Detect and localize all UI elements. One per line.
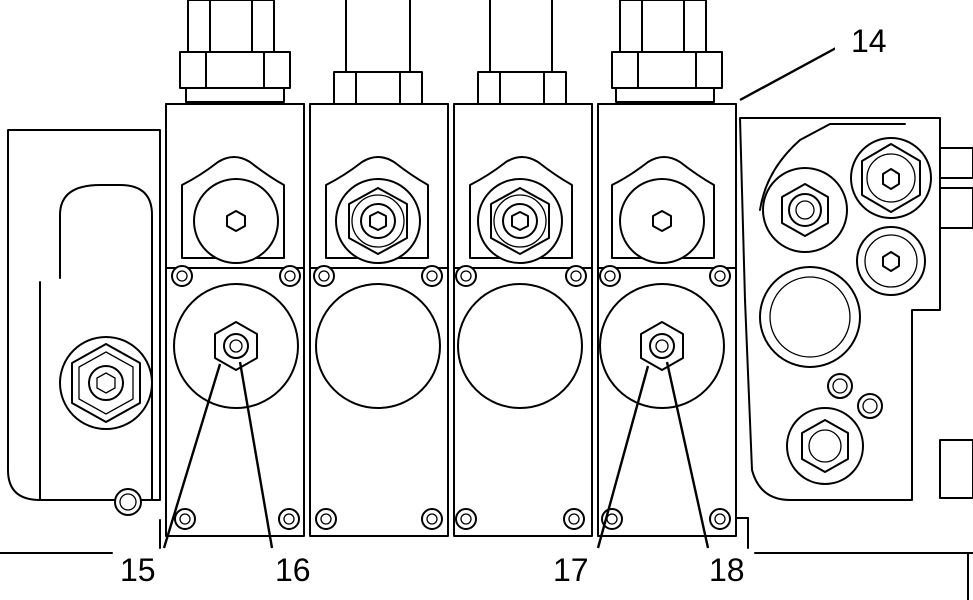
inlet-fitting xyxy=(59,336,153,430)
valve-section-2 xyxy=(309,0,449,537)
port-opening xyxy=(759,266,861,368)
valve-section-3 xyxy=(453,0,593,537)
mounting-base xyxy=(0,517,973,600)
callout-18: 18 xyxy=(709,552,745,588)
valve-section-1 xyxy=(165,0,305,537)
drain-plug xyxy=(786,407,864,485)
plug-fitting-small xyxy=(856,226,926,296)
callout-14: 14 xyxy=(851,23,887,59)
relief-valve-fitting xyxy=(762,167,848,253)
valve-section-4 xyxy=(597,0,737,537)
leader-lines xyxy=(162,46,837,549)
plug-icon xyxy=(114,488,142,516)
inlet-housing xyxy=(7,129,161,516)
outlet-port-fitting xyxy=(850,137,932,219)
callout-16: 16 xyxy=(275,552,311,588)
callout-15: 15 xyxy=(120,552,156,588)
callout-labels: 14 15 16 17 18 xyxy=(120,18,895,588)
callout-17: 17 xyxy=(553,552,589,588)
outlet-end-cover xyxy=(739,117,973,501)
